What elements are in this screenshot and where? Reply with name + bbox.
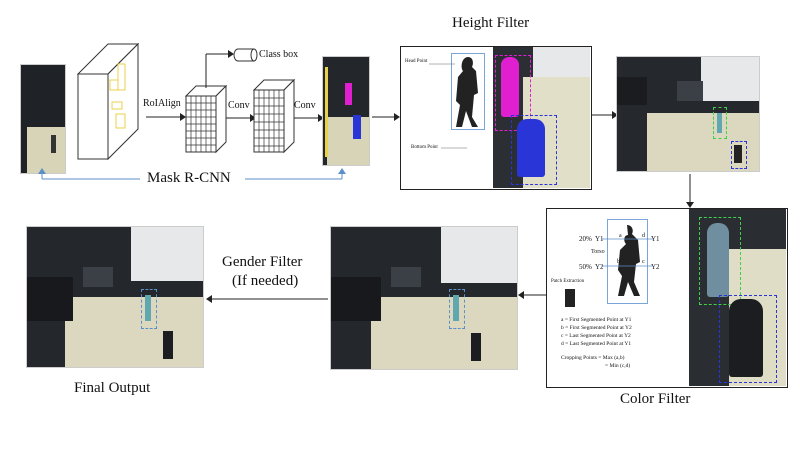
input-frame-image	[20, 64, 66, 174]
cropping-line1: Cropping Points = Max (a,b)	[561, 355, 625, 361]
arrow-to-color-filter	[686, 174, 694, 208]
color-filter-panel: 20% Y1 Torso 50% Y2 Y1 Y2 Patch Extracti…	[546, 208, 788, 388]
arrow-to-roialign	[146, 113, 186, 121]
cropping-line2: = Min (c,d)	[605, 363, 631, 369]
mask-rcnn-label: Mask R-CNN	[147, 170, 231, 186]
height-filter-title: Height Filter	[452, 15, 530, 31]
mask-rcnn-bracket	[38, 168, 346, 180]
arrow-to-conv2	[294, 114, 324, 122]
gender-filter-line1: Gender Filter	[222, 254, 303, 270]
gender-filter-line2: (If needed)	[232, 273, 299, 289]
mask-output-image	[322, 56, 370, 166]
arrow-to-final-output	[206, 295, 328, 303]
class-box-cylinder	[233, 48, 258, 62]
torso-silhouette	[601, 219, 653, 304]
y2-left-label: Y2	[595, 263, 604, 271]
color-filter-title: Color Filter	[620, 391, 691, 407]
y1-right-label: Y1	[651, 235, 660, 243]
roialign-label: RoIAlign	[143, 98, 181, 109]
y2-right-label: Y2	[651, 263, 660, 271]
class-box-connector	[205, 50, 234, 88]
patch-swatch	[565, 289, 575, 307]
height-filter-panel: Head Point Bottom Point	[400, 46, 592, 190]
arrow-to-height-output	[592, 111, 618, 119]
height-filter-output-image	[616, 56, 760, 172]
legend-b: b = First Segmented Point at Y2	[561, 325, 632, 331]
pt-d-label: d	[642, 233, 645, 239]
arrow-from-color-filter	[518, 291, 546, 299]
patch-extraction-label: Patch Extraction	[551, 279, 585, 284]
conv1-label: Conv	[228, 100, 250, 111]
height-bounding-box	[451, 53, 485, 130]
final-output-image	[26, 226, 204, 368]
legend-c: c = Last Segmented Point at Y2	[561, 333, 631, 339]
y1-left-label: Y1	[595, 235, 604, 243]
roi-feature-grid	[184, 84, 228, 154]
pt-b-label: b	[617, 259, 620, 265]
bottom-point-leader	[441, 147, 467, 149]
height-filter-scene	[493, 47, 590, 188]
legend-a: a = First Segmented Point at Y1	[561, 317, 632, 323]
final-output-title: Final Output	[74, 380, 151, 396]
head-point-leader	[429, 63, 455, 65]
class-box-label: Class box	[259, 49, 299, 60]
torso-label: Torso	[591, 249, 605, 255]
conv2-label: Conv	[294, 100, 316, 111]
arrow-to-height-filter	[372, 113, 400, 121]
pct-50-label: 50%	[579, 263, 592, 271]
pt-c-label: c	[642, 259, 645, 265]
arrow-to-conv1	[226, 114, 256, 122]
mask-rcnn-backbone-block	[76, 42, 140, 161]
bottom-point-label: Bottom Point	[411, 145, 438, 150]
legend-d: d = Last Segmented Point at Y1	[561, 341, 632, 347]
pct-20-label: 20%	[579, 235, 592, 243]
pt-a-label: a	[619, 233, 622, 239]
color-filter-output-image	[330, 226, 518, 370]
conv-feature-grid	[252, 78, 296, 154]
color-filter-scene	[689, 209, 786, 386]
head-point-label: Head Point	[405, 59, 428, 64]
